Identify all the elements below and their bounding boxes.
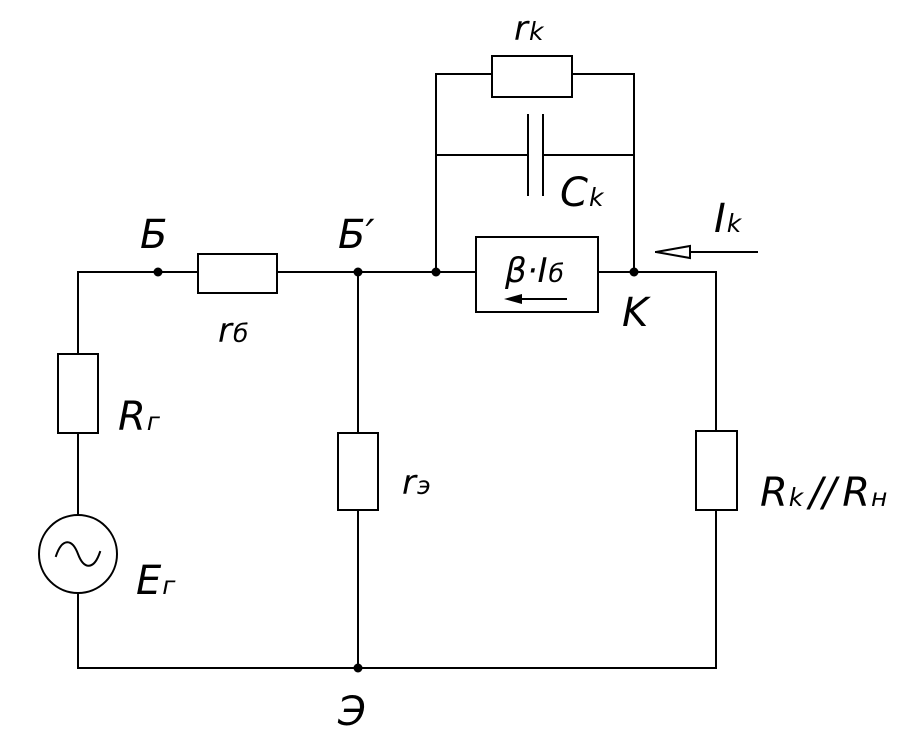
label-ck: Ck [560, 170, 605, 216]
label-node-base: Б [140, 212, 167, 258]
label-node-base-internal: Б′ [338, 212, 375, 258]
ac-voltage-source-icon [38, 514, 118, 594]
label-rg: Rг [118, 394, 161, 440]
label-node-collector: K [622, 290, 651, 336]
nodes [153, 267, 639, 673]
resistor-rg [57, 353, 99, 434]
resistor-rk [491, 55, 573, 98]
current-source-beta [475, 236, 599, 313]
capacitor-ck [527, 114, 544, 196]
resistor-rb [197, 253, 278, 294]
resistor-load [695, 430, 738, 511]
current-arrow-icon [504, 294, 567, 304]
resistor-re [337, 432, 379, 511]
label-rb: rб [218, 311, 248, 351]
label-load: Rk//Rн [760, 470, 887, 516]
label-re: rэ [402, 463, 431, 503]
label-source-beta: β·Iб [504, 251, 564, 291]
label-node-emitter: Э [337, 689, 366, 735]
wires [77, 73, 717, 669]
label-rk: rk [514, 9, 545, 49]
collector-current-arrow [655, 244, 758, 260]
label-eg: Eг [136, 558, 176, 604]
label-ik: Ik [714, 196, 743, 242]
